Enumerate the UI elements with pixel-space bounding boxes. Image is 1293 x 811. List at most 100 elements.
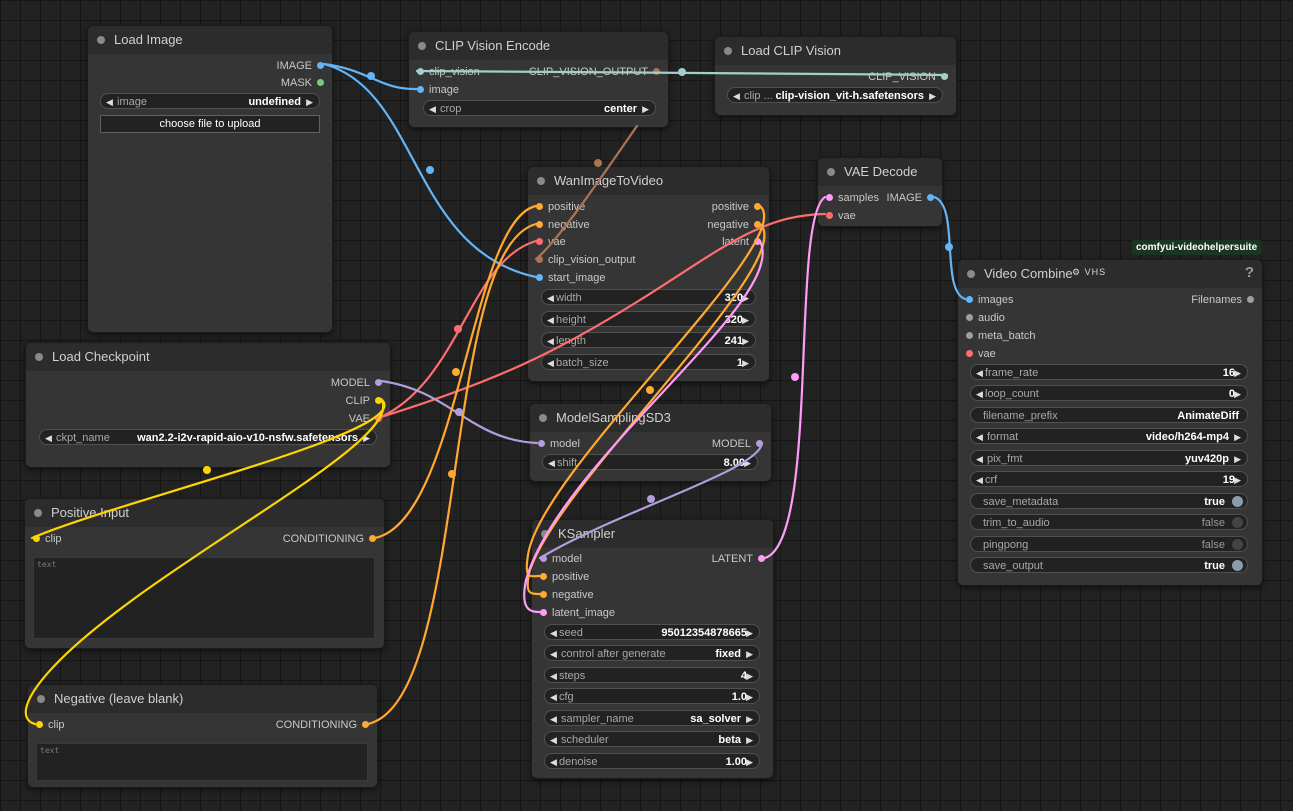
arrow-left-icon[interactable]: ◀ (976, 432, 983, 442)
clip-name-combo-widget[interactable]: ◀ clip ... clip-vision_vit-h.safetensors… (727, 87, 943, 103)
decrement-icon[interactable]: ◀ (550, 692, 557, 702)
output-latent[interactable]: LATENT (712, 552, 765, 566)
filename-prefix-text-widget[interactable]: filename_prefix AnimateDiff (970, 407, 1248, 423)
node-load-image[interactable]: Load Image IMAGE MASK ◀ image undefined … (87, 25, 333, 333)
length-number-widget[interactable]: ◀ length 241 ▶ (541, 332, 756, 348)
output-slot-icon[interactable] (362, 721, 369, 728)
decrement-icon[interactable]: ◀ (547, 358, 554, 368)
increment-icon[interactable]: ▶ (744, 458, 751, 468)
shift-number-widget[interactable]: ◀ shift 8.00 ▶ (542, 454, 758, 470)
input-slot-icon[interactable] (826, 212, 833, 219)
collapse-dot-icon[interactable] (37, 695, 45, 703)
decrement-icon[interactable]: ◀ (547, 336, 554, 346)
toggle-knob-icon[interactable] (1232, 496, 1243, 507)
increment-icon[interactable]: ▶ (1234, 475, 1241, 485)
increment-icon[interactable]: ▶ (742, 336, 749, 346)
node-title-bar[interactable]: KSampler (532, 520, 773, 548)
input-slot-icon[interactable] (536, 256, 543, 263)
arrow-right-icon[interactable]: ▶ (929, 91, 936, 101)
arrow-right-icon[interactable]: ▶ (1234, 454, 1241, 464)
arrow-left-icon[interactable]: ◀ (733, 91, 740, 101)
output-slot-icon[interactable] (758, 555, 765, 562)
decrement-icon[interactable]: ◀ (547, 315, 554, 325)
output-slot-icon[interactable] (375, 379, 382, 386)
node-title-bar[interactable]: Video Combine ⚙ VHS ? (958, 260, 1262, 288)
sampler-name-combo-widget[interactable]: ◀ sampler_name sa_solver ▶ (544, 710, 760, 726)
increment-icon[interactable]: ▶ (746, 671, 753, 681)
input-slot-icon[interactable] (966, 296, 973, 303)
output-slot-icon[interactable] (754, 238, 761, 245)
arrow-left-icon[interactable]: ◀ (550, 649, 557, 659)
node-load-clip-vision[interactable]: Load CLIP Vision CLIP_VISION ◀ clip ... … (714, 36, 957, 116)
output-clip[interactable]: CLIP (346, 394, 382, 408)
input-slot-icon[interactable] (536, 238, 543, 245)
collapse-dot-icon[interactable] (418, 42, 426, 50)
width-number-widget[interactable]: ◀ width 320 ▶ (541, 289, 756, 305)
arrow-left-icon[interactable]: ◀ (429, 104, 436, 114)
output-slot-icon[interactable] (754, 221, 761, 228)
collapse-dot-icon[interactable] (541, 530, 549, 538)
output-slot-icon[interactable] (375, 397, 382, 404)
node-wan-image-to-video[interactable]: WanImageToVideo positive negative vae cl… (527, 166, 770, 382)
increment-icon[interactable]: ▶ (1234, 368, 1241, 378)
arrow-left-icon[interactable]: ◀ (106, 97, 113, 107)
output-negative[interactable]: negative (707, 218, 761, 232)
seed-number-widget[interactable]: ◀ seed 95012354878665 ▶ (544, 624, 760, 640)
node-negative-input[interactable]: Negative (leave blank) clip CONDITIONING… (27, 684, 378, 788)
decrement-icon[interactable]: ◀ (550, 671, 557, 681)
control-after-generate-combo-widget[interactable]: ◀ control after generate fixed ▶ (544, 645, 760, 661)
output-slot-icon[interactable] (927, 194, 934, 201)
node-clip-vision-encode[interactable]: CLIP Vision Encode clip_vision image CLI… (408, 31, 669, 128)
arrow-left-icon[interactable]: ◀ (550, 714, 557, 724)
output-slot-icon[interactable] (754, 203, 761, 210)
input-slot-icon[interactable] (540, 573, 547, 580)
arrow-left-icon[interactable]: ◀ (550, 735, 557, 745)
node-model-sampling-sd3[interactable]: ModelSamplingSD3 model MODEL ◀ shift 8.0… (529, 403, 772, 482)
frame-rate-number-widget[interactable]: ◀ frame_rate 16 ▶ (970, 364, 1248, 380)
collapse-dot-icon[interactable] (537, 177, 545, 185)
arrow-right-icon[interactable]: ▶ (363, 433, 370, 443)
decrement-icon[interactable]: ◀ (548, 458, 555, 468)
output-conditioning[interactable]: CONDITIONING (276, 718, 369, 732)
input-slot-icon[interactable] (536, 221, 543, 228)
node-title-bar[interactable]: Load Image (88, 26, 332, 54)
pix-fmt-combo-widget[interactable]: ◀ pix_fmt yuv420p ▶ (970, 450, 1248, 466)
trim-to-audio-toggle[interactable]: trim_to_audio false (970, 514, 1248, 530)
output-image[interactable]: IMAGE (277, 59, 324, 73)
increment-icon[interactable]: ▶ (742, 358, 749, 368)
format-combo-widget[interactable]: ◀ format video/h264-mp4 ▶ (970, 428, 1248, 444)
output-slot-icon[interactable] (317, 79, 324, 86)
input-slot-icon[interactable] (826, 194, 833, 201)
decrement-icon[interactable]: ◀ (550, 628, 557, 638)
node-title-bar[interactable]: CLIP Vision Encode (409, 32, 668, 60)
input-slot-icon[interactable] (966, 350, 973, 357)
node-title-bar[interactable]: Load Checkpoint (26, 343, 390, 371)
cfg-number-widget[interactable]: ◀ cfg 1.0 ▶ (544, 688, 760, 704)
output-clip-vision-output[interactable]: CLIP_VISION_OUTPUT (529, 65, 660, 79)
steps-number-widget[interactable]: ◀ steps 4 ▶ (544, 667, 760, 683)
prompt-textarea[interactable]: text (36, 743, 368, 781)
crf-number-widget[interactable]: ◀ crf 19 ▶ (970, 471, 1248, 487)
collapse-dot-icon[interactable] (97, 36, 105, 44)
input-slot-icon[interactable] (33, 535, 40, 542)
help-icon[interactable]: ? (1244, 264, 1254, 281)
upload-button[interactable]: choose file to upload (100, 115, 320, 133)
output-slot-icon[interactable] (317, 62, 324, 69)
height-number-widget[interactable]: ◀ height 320 ▶ (541, 311, 756, 327)
output-model[interactable]: MODEL (712, 437, 763, 451)
collapse-dot-icon[interactable] (35, 353, 43, 361)
node-video-combine[interactable]: Video Combine ⚙ VHS ? images audio meta_… (957, 259, 1263, 586)
input-slot-icon[interactable] (417, 86, 424, 93)
loop-count-number-widget[interactable]: ◀ loop_count 0 ▶ (970, 385, 1248, 401)
output-image[interactable]: IMAGE (887, 191, 934, 205)
node-title-bar[interactable]: Positive Input (25, 499, 384, 527)
increment-icon[interactable]: ▶ (742, 293, 749, 303)
output-slot-icon[interactable] (369, 535, 376, 542)
increment-icon[interactable]: ▶ (746, 757, 753, 767)
output-slot-icon[interactable] (756, 440, 763, 447)
toggle-knob-icon[interactable] (1232, 517, 1243, 528)
decrement-icon[interactable]: ◀ (976, 389, 983, 399)
arrow-right-icon[interactable]: ▶ (746, 735, 753, 745)
collapse-dot-icon[interactable] (539, 414, 547, 422)
batch-size-number-widget[interactable]: ◀ batch_size 1 ▶ (541, 354, 756, 370)
